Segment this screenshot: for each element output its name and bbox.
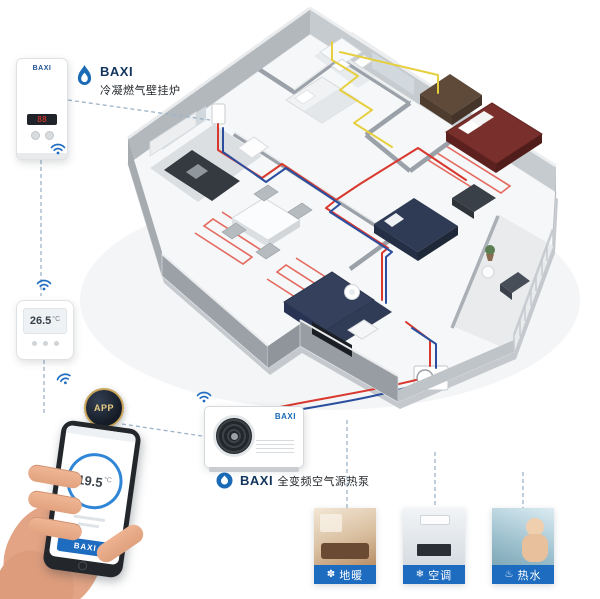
feature-card-hot-water: ♨ 热水 bbox=[492, 508, 554, 584]
tv bbox=[312, 322, 352, 357]
pipe-blue bbox=[222, 127, 393, 304]
feature-photo-floor-heating bbox=[314, 508, 376, 565]
feature-label: 热水 bbox=[517, 569, 542, 582]
boiler-unit: BAXI 88 bbox=[16, 58, 68, 160]
feature-label: 空调 bbox=[428, 569, 453, 582]
boiler-label-product: 冷凝燃气壁挂炉 bbox=[100, 85, 181, 97]
kitchen-counter bbox=[164, 150, 240, 201]
boiler-display: 88 bbox=[27, 114, 57, 125]
feature-label: 地暖 bbox=[339, 569, 364, 582]
phone-brand: BAXI bbox=[73, 540, 98, 554]
baxi-logo-icon bbox=[216, 472, 233, 489]
feature-cards: ✽ 地暖 ❄ 空调 ♨ 热水 bbox=[314, 508, 554, 584]
boiler-label: BAXI 冷凝燃气壁挂炉 bbox=[76, 64, 181, 98]
boiler-bottom-cap bbox=[17, 153, 67, 159]
feature-card-air-conditioning: ❄ 空调 bbox=[403, 508, 465, 584]
thermostat-button bbox=[31, 341, 37, 346]
heat-pump-brand: BAXI bbox=[274, 412, 296, 421]
wifi-icon bbox=[196, 391, 212, 403]
wifi-icon bbox=[36, 279, 52, 291]
phone-temperature-unit: °C bbox=[103, 476, 113, 485]
phone-home-button bbox=[77, 560, 88, 571]
heat-pump-unit: BAXI bbox=[204, 406, 304, 472]
balcony-railing bbox=[512, 228, 555, 352]
wifi-icon bbox=[56, 373, 71, 385]
phone-text-placeholder bbox=[73, 514, 106, 523]
thermostat-button bbox=[53, 341, 59, 346]
feature-bar: ❄ 空调 bbox=[403, 565, 465, 584]
thermostat-display: 26.5 °C bbox=[23, 308, 67, 334]
app-icon-label: APP bbox=[93, 403, 114, 413]
front-walls bbox=[161, 253, 514, 403]
pipe-yellow bbox=[331, 41, 393, 148]
boiler-label-brand: BAXI bbox=[100, 64, 134, 79]
app-icon: APP bbox=[84, 388, 124, 428]
feature-bar: ♨ 热水 bbox=[492, 565, 554, 584]
feature-photo-air-conditioning bbox=[403, 508, 465, 565]
boiler-knob bbox=[44, 131, 54, 140]
heat-pump-label-product: 全变频空气源热泵 bbox=[277, 476, 370, 488]
left-back-wall bbox=[128, 8, 310, 164]
thermostat-button bbox=[42, 341, 48, 346]
air-conditioning-icon: ❄ bbox=[415, 569, 425, 580]
heat-pump-vents bbox=[256, 440, 294, 456]
phone-statusbar bbox=[65, 424, 137, 443]
heat-pump-label: BAXI 全变频空气源热泵 bbox=[216, 472, 370, 490]
floor-heating-icon: ✽ bbox=[326, 569, 336, 580]
heat-pump-base bbox=[209, 467, 299, 472]
feature-card-floor-heating: ✽ 地暖 bbox=[314, 508, 376, 584]
boiler-brand: BAXI bbox=[32, 65, 52, 72]
bed-navy bbox=[374, 198, 458, 252]
heat-pump-label-brand: BAXI bbox=[240, 473, 274, 488]
wifi-icon bbox=[50, 143, 66, 155]
thermostat: 26.5 °C bbox=[16, 300, 74, 360]
thermostat-unit: °C bbox=[52, 315, 61, 323]
hot-water-icon: ♨ bbox=[504, 569, 514, 580]
thermostat-temperature: 26.5 bbox=[29, 315, 52, 327]
feature-photo-hot-water bbox=[492, 508, 554, 565]
heat-pump-fan-icon bbox=[213, 415, 255, 457]
feature-bar: ✽ 地暖 bbox=[314, 565, 376, 584]
flame-icon bbox=[77, 65, 92, 85]
boiler-knob bbox=[30, 131, 40, 140]
